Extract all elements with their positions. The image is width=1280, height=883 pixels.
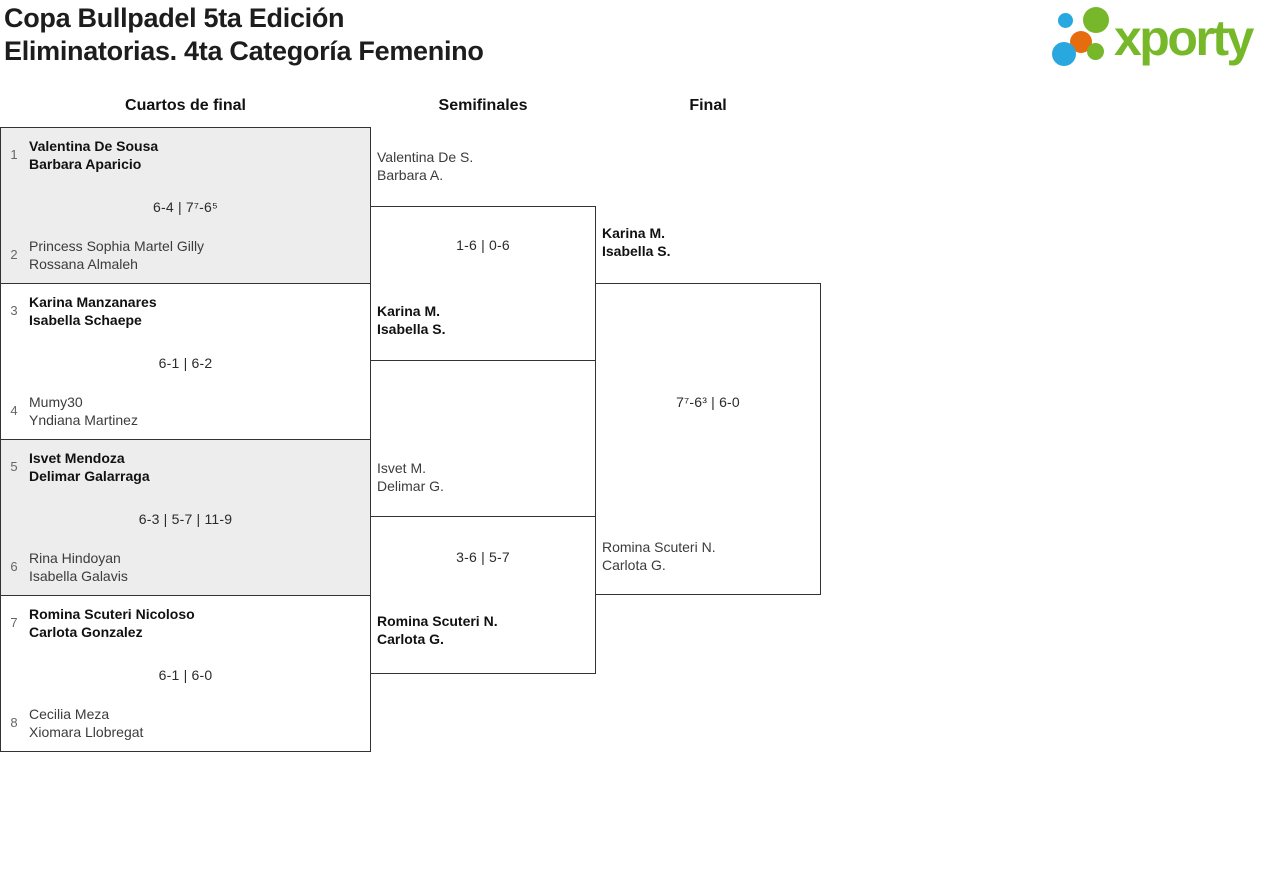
player-name: Rina Hindoyan	[29, 550, 121, 566]
team-pair: Isvet M. Delimar G.	[377, 459, 444, 495]
seed-number: 4	[10, 403, 18, 418]
logo-wordmark: xporty	[1114, 10, 1254, 66]
team-pair: Rina Hindoyan Isabella Galavis	[29, 549, 128, 585]
team-pair: Valentina De Sousa Barbara Aparicio	[29, 137, 158, 173]
player-name: Mumy30	[29, 394, 83, 410]
team-pair: Romina Scuteri N. Carlota G.	[377, 612, 498, 648]
player-name: Valentina De Sousa	[29, 138, 159, 154]
player-name: Isvet M.	[377, 460, 427, 476]
logo-dot-blue-large-icon	[1052, 42, 1076, 66]
match-score: 6-1 | 6-2	[158, 355, 213, 371]
logo-dot-green-large-icon	[1083, 7, 1109, 33]
seed-number: 7	[10, 615, 18, 630]
xporty-logo[interactable]: xporty	[1050, 5, 1278, 69]
tournament-subtitle: Eliminatorias. 4ta Categoría Femenino	[4, 36, 484, 66]
team-pair: Karina M. Isabella S.	[377, 302, 445, 338]
team-pair: Cecilia Meza Xiomara Llobregat	[29, 705, 143, 741]
player-name: Delimar G.	[377, 478, 444, 494]
player-name: Carlota G.	[602, 557, 666, 573]
team-pair: Karina Manzanares Isabella Schaepe	[29, 293, 157, 329]
player-name: Isabella S.	[377, 321, 446, 337]
player-name: Carlota G.	[377, 631, 444, 647]
team-pair: Romina Scuteri Nicoloso Carlota Gonzalez	[29, 605, 195, 641]
round-header-final: Final	[689, 97, 727, 114]
qf-match-2: 3 Karina Manzanares Isabella Schaepe 6-1…	[0, 283, 371, 440]
player-name: Xiomara Llobregat	[29, 724, 144, 740]
match-score: 3-6 | 5-7	[456, 549, 510, 565]
final-match	[595, 283, 821, 595]
team-pair: Romina Scuteri N. Carlota G.	[602, 538, 716, 574]
player-name: Cecilia Meza	[29, 706, 110, 722]
player-name: Romina Scuteri N.	[602, 539, 716, 555]
player-name: Karina Manzanares	[29, 294, 157, 310]
player-name: Romina Scuteri Nicoloso	[29, 606, 195, 622]
player-name: Karina M.	[377, 303, 441, 319]
sf-match-2	[370, 516, 596, 674]
player-name: Rossana Almaleh	[29, 256, 138, 272]
team-pair: Karina M. Isabella S.	[602, 224, 670, 260]
match-score: 6-4 | 7⁷-6⁵	[153, 199, 218, 215]
match-score: 6-3 | 5-7 | 11-9	[138, 511, 233, 527]
player-name: Isvet Mendoza	[29, 450, 125, 466]
player-name: Isabella S.	[602, 243, 671, 259]
logo-dot-blue-small-icon	[1058, 13, 1073, 28]
player-name: Isabella Galavis	[29, 568, 128, 584]
player-name: Barbara A.	[377, 167, 444, 183]
seed-number: 6	[10, 559, 18, 574]
player-name: Yndiana Martinez	[29, 412, 138, 428]
match-score: 6-1 | 6-0	[158, 667, 213, 683]
qf-match-3: 5 Isvet Mendoza Delimar Galarraga 6-3 | …	[0, 439, 371, 596]
seed-number: 5	[10, 459, 18, 474]
match-score: 7⁷-6³ | 6-0	[676, 394, 740, 410]
player-name: Barbara Aparicio	[29, 156, 142, 172]
round-header-cuartos: Cuartos de final	[125, 97, 246, 114]
player-name: Romina Scuteri N.	[377, 613, 498, 629]
player-name: Princess Sophia Martel Gilly	[29, 238, 205, 254]
player-name: Karina M.	[602, 225, 666, 241]
team-pair: Valentina De S. Barbara A.	[377, 148, 473, 184]
tournament-title: Copa Bullpadel 5ta Edición	[4, 3, 345, 33]
player-name: Delimar Galarraga	[29, 468, 150, 484]
seed-number: 8	[10, 715, 18, 730]
logo-dot-orange-icon	[1070, 31, 1092, 53]
player-name: Valentina De S.	[377, 149, 474, 165]
team-pair: Isvet Mendoza Delimar Galarraga	[29, 449, 150, 485]
team-pair: Mumy30 Yndiana Martinez	[29, 393, 138, 429]
team-pair: Princess Sophia Martel Gilly Rossana Alm…	[29, 237, 204, 273]
qf-match-1: 1 Valentina De Sousa Barbara Aparicio 6-…	[0, 127, 371, 284]
match-score: 1-6 | 0-6	[456, 237, 510, 253]
round-header-semifinales: Semifinales	[438, 97, 528, 114]
player-name: Carlota Gonzalez	[29, 624, 143, 640]
seed-number: 1	[10, 147, 18, 162]
player-name: Isabella Schaepe	[29, 312, 142, 328]
logo-dot-green-small-icon	[1087, 43, 1104, 60]
qf-match-4: 7 Romina Scuteri Nicoloso Carlota Gonzal…	[0, 595, 371, 752]
seed-number: 3	[10, 303, 18, 318]
page-title: Copa Bullpadel 5ta Edición Eliminatorias…	[4, 2, 484, 68]
seed-number: 2	[10, 247, 18, 262]
